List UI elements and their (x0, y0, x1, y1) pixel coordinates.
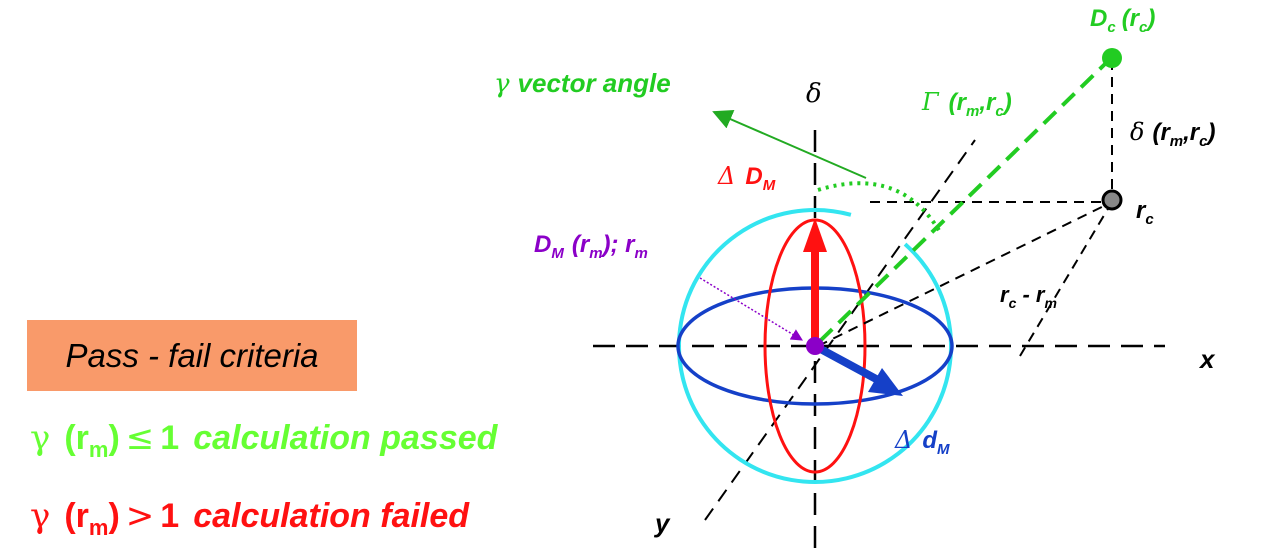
fail-arg-close: ) (108, 497, 120, 535)
pass-gamma-symbol: γ (30, 418, 51, 458)
pass-fail-criteria-title: Pass - fail criteria (65, 336, 319, 374)
fail-gamma-symbol: γ (30, 496, 51, 536)
pass-arg: (r (64, 419, 89, 457)
pass-text: calculation passed (193, 419, 498, 457)
calculated-point (1102, 48, 1122, 68)
gamma-vector (818, 62, 1107, 343)
pass-criterion: γ (rm)≤1 calculation passed (30, 418, 497, 463)
rc-point (1101, 189, 1123, 211)
distance-arrow-head (868, 368, 903, 396)
measured-point-pointer (699, 277, 804, 341)
measured-point (806, 337, 824, 355)
delta-axis-label: δ (806, 79, 822, 109)
pass-fail-criteria-box: Pass - fail criteria (27, 320, 357, 391)
rc-label: rc (1136, 197, 1154, 228)
fail-criterion: γ (rm)>1 calculation failed (30, 496, 469, 541)
calculated-dose-label: Dc(rc) (1090, 5, 1155, 36)
rc-projection-line (1019, 201, 1113, 357)
pass-operator: ≤ (125, 418, 155, 458)
y-axis (704, 139, 976, 521)
distance-difference-label: rc - rm (1000, 282, 1057, 311)
fail-operator: > (125, 496, 155, 536)
pass-arg-sub: m (88, 436, 109, 462)
vector-angle-pointer (712, 109, 867, 179)
pass-value: 1 (160, 419, 180, 457)
distance-arrow-shaft (813, 342, 880, 384)
dose-difference-delta-label: δ(rm,rc) (1130, 118, 1216, 150)
x-axis-label: x (1198, 344, 1216, 374)
measured-dose-label: DM(rm); rm (534, 231, 648, 262)
fail-arg-sub: m (88, 514, 109, 540)
tolerance-sphere (677, 208, 953, 484)
dose-difference-arrow-head (803, 218, 827, 252)
y-axis-label: y (653, 508, 671, 538)
gamma-distance-label: Γ(rm,rc) (921, 88, 1012, 120)
fail-arg: (r (64, 497, 89, 535)
fail-value: 1 (160, 497, 180, 535)
fail-text: calculation failed (193, 497, 470, 535)
pass-arg-close: ) (108, 419, 120, 457)
rc-distance-line (817, 201, 1113, 347)
vector-angle-arc (817, 181, 942, 234)
